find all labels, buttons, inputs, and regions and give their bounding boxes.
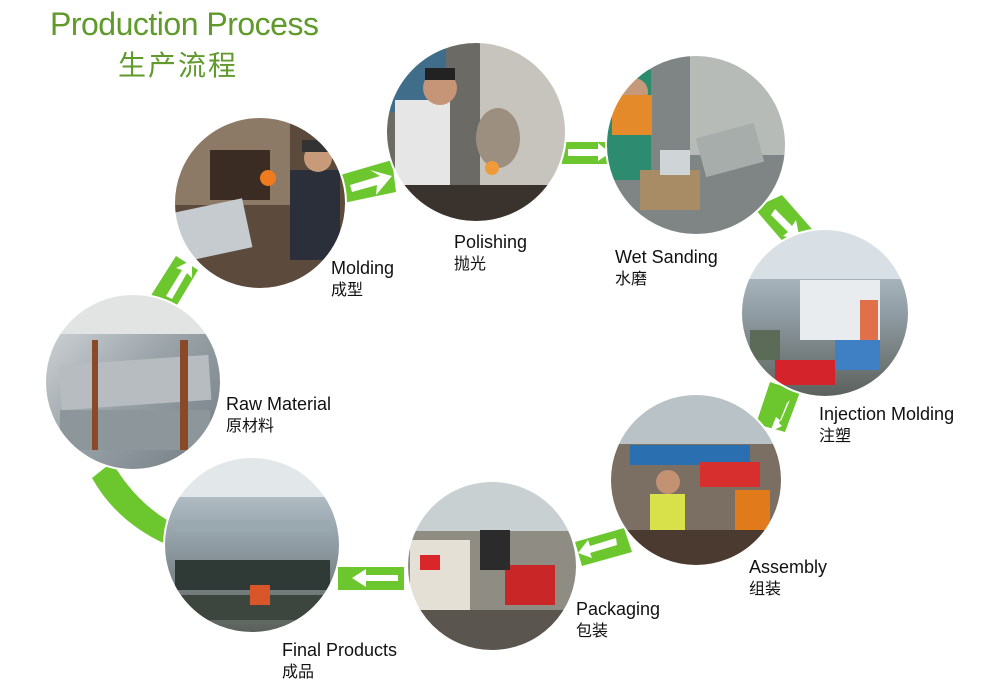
step-label-injection-molding: Injection Molding 注塑 — [819, 404, 954, 446]
final-products-photo — [164, 457, 340, 633]
step-label-zh: 原材料 — [226, 416, 275, 435]
connector-injection-assembly — [756, 382, 800, 432]
step-label-en: Wet Sanding — [615, 247, 718, 267]
step-label-zh: 包装 — [576, 621, 609, 640]
step-label-polishing: Polishing 抛光 — [454, 232, 527, 274]
step-label-final-products: Final Products 成品 — [282, 640, 397, 682]
page-title: Production Process — [50, 6, 319, 42]
assembly-photo — [610, 394, 782, 566]
step-label-en: Assembly — [749, 557, 828, 577]
step-label-molding: Molding 成型 — [331, 258, 394, 300]
step-label-en: Polishing — [454, 232, 528, 252]
step-label-zh: 抛光 — [454, 254, 487, 273]
step-label-en: Raw Material — [226, 394, 332, 414]
wet-sanding-photo — [606, 55, 786, 235]
arrow-icon — [770, 400, 790, 432]
step-label-raw-material: Raw Material 原材料 — [226, 394, 331, 436]
raw-material-photo — [45, 294, 221, 470]
arrow-icon — [578, 538, 617, 558]
page-subtitle: 生产流程 — [118, 49, 239, 82]
arrow-icon — [771, 209, 800, 240]
step-label-en: Molding — [331, 258, 395, 278]
arrow-icon — [166, 260, 192, 299]
step-label-zh: 水磨 — [615, 269, 648, 288]
step-label-zh: 注塑 — [819, 426, 852, 445]
step-label-en: Injection Molding — [819, 404, 955, 424]
molding-photo — [174, 117, 346, 289]
step-label-packaging: Packaging 包装 — [576, 599, 660, 641]
arrow-icon — [350, 170, 392, 195]
connector-finalproducts-rawmaterial — [92, 462, 186, 550]
step-label-wet-sanding: Wet Sanding 水磨 — [615, 247, 718, 289]
arrow-icon — [568, 143, 610, 161]
packaging-photo — [407, 481, 577, 651]
step-label-zh: 组装 — [749, 579, 782, 598]
arrow-icon — [352, 569, 398, 587]
step-label-en: Final Products — [282, 640, 398, 660]
flow-arrowheads — [166, 143, 800, 587]
step-label-assembly: Assembly 组装 — [749, 557, 827, 599]
step-label-zh: 成品 — [282, 662, 315, 681]
step-label-en: Packaging — [576, 599, 661, 619]
step-label-zh: 成型 — [331, 280, 364, 299]
